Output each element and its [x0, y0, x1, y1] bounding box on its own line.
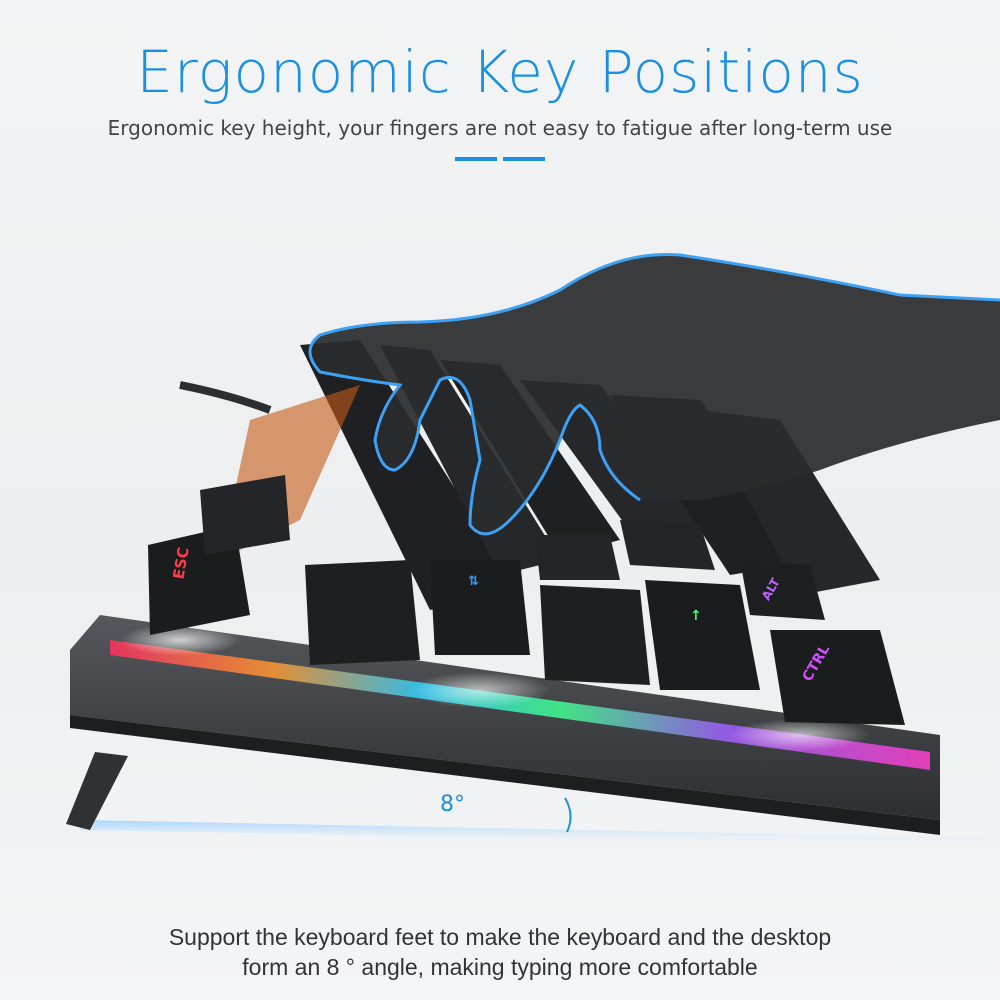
key-arrow-icon: ↑	[690, 608, 702, 624]
key-legend-tab-icon: ⇅	[468, 574, 479, 589]
keyboard-foot	[66, 752, 128, 830]
key-esc	[148, 525, 250, 635]
rgb-light-strip	[110, 640, 930, 770]
key-legend-esc: ESC	[169, 546, 192, 581]
front-keycaps	[148, 475, 905, 725]
title-underline-dash	[503, 157, 545, 161]
angle-label: 8°	[440, 792, 465, 817]
title-underline-dash	[455, 157, 497, 161]
caption-line-2: form an 8 ° angle, making typing more co…	[242, 954, 758, 980]
caption-line-1: Support the keyboard feet to make the ke…	[168, 924, 832, 950]
bottom-caption: Support the keyboard feet to make the ke…	[0, 922, 1000, 982]
keyboard-front-edge	[70, 715, 940, 835]
page-title: Ergonomic Key Positions	[136, 38, 864, 106]
desk-glow	[80, 820, 985, 846]
angle-arc	[564, 797, 572, 833]
key-ctrl	[770, 630, 905, 725]
page-subtitle: Ergonomic key height, your fingers are n…	[107, 116, 893, 140]
hand-silhouette	[308, 252, 1000, 536]
key-alt	[740, 560, 825, 620]
key-space	[540, 585, 650, 685]
keyboard-cable	[179, 381, 272, 414]
